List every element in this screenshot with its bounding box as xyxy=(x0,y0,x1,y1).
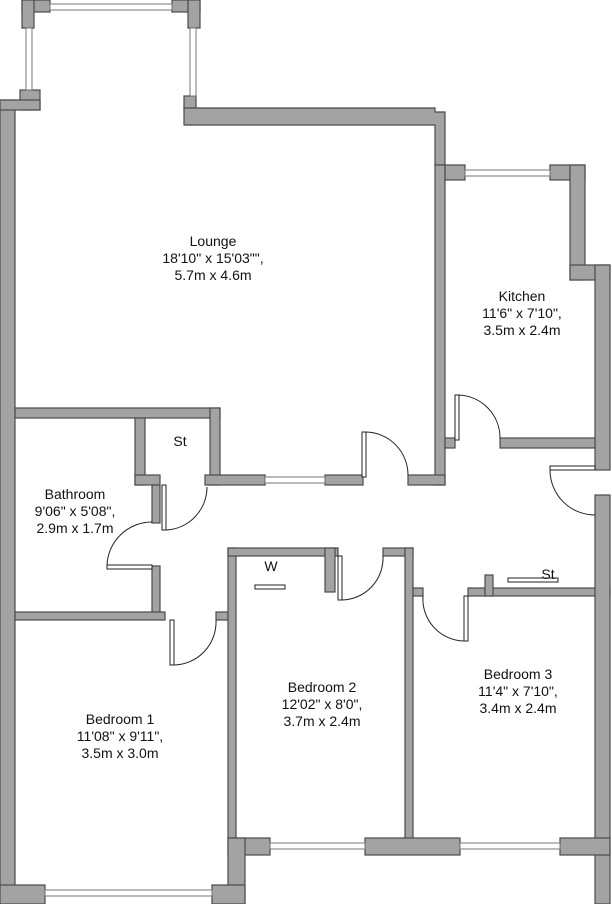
room-metric: 3.5m x 3.0m xyxy=(81,745,159,761)
room-imperial: 11'6" x 7'10", xyxy=(482,305,562,321)
room-imperial: 18'10" x 15'03"", xyxy=(162,250,264,266)
room-imperial: 12'02" x 8'0", xyxy=(281,696,363,712)
room-metric: 3.7m x 2.4m xyxy=(283,713,361,729)
room-metric: 3.5m x 2.4m xyxy=(483,322,561,338)
store-label-lounge: St xyxy=(173,433,187,449)
room-label-bedroom-3: Bedroom 3 11'4" x 7'10", 3.4m x 2.4m xyxy=(478,666,558,717)
room-name: Bedroom 3 xyxy=(483,666,553,682)
room-name: Bathroom xyxy=(44,486,106,502)
store-label-bedroom-3: St xyxy=(541,566,555,582)
room-name: Bedroom 2 xyxy=(287,679,357,695)
wardrobe-label: W xyxy=(264,558,278,574)
room-imperial: 11'4" x 7'10", xyxy=(478,683,558,699)
room-imperial: 11'08" x 9'11", xyxy=(76,728,164,744)
room-metric: 3.4m x 2.4m xyxy=(479,700,557,716)
room-name: Lounge xyxy=(189,233,237,249)
doors xyxy=(106,394,596,666)
room-imperial: 9'06" x 5'08", xyxy=(34,503,116,519)
room-label-kitchen: Kitchen 11'6" x 7'10", 3.5m x 2.4m xyxy=(482,288,562,339)
room-metric: 5.7m x 4.6m xyxy=(174,267,252,283)
room-name: Bedroom 1 xyxy=(85,711,155,727)
room-label-lounge: Lounge 18'10" x 15'03"", 5.7m x 4.6m xyxy=(162,233,263,284)
room-name: Kitchen xyxy=(498,288,546,304)
room-metric: 2.9m x 1.7m xyxy=(36,520,114,536)
room-label-bathroom: Bathroom 9'06" x 5'08", 2.9m x 1.7m xyxy=(35,486,116,537)
windows xyxy=(25,3,561,897)
room-label-bedroom-2: Bedroom 2 12'02" x 8'0", 3.7m x 2.4m xyxy=(282,679,363,730)
room-label-bedroom-1: Bedroom 1 11'08" x 9'11", 3.5m x 3.0m xyxy=(77,711,163,762)
